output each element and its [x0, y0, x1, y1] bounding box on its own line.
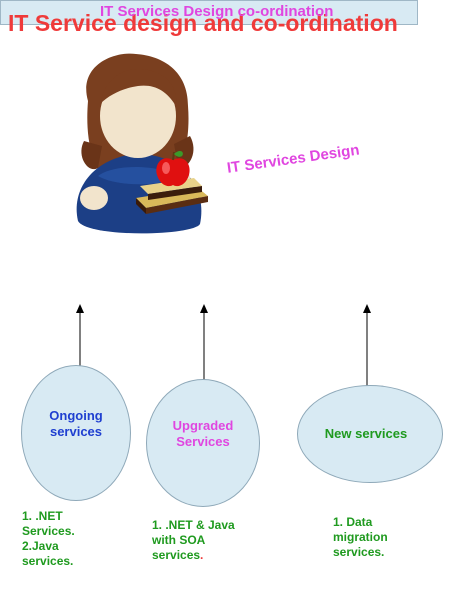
upgraded-services-list: 1. .NET & Java with SOA services.: [152, 518, 235, 563]
teacher-figure-icon: [58, 46, 218, 243]
upgraded-services-ellipse: Upgraded Services: [146, 379, 260, 507]
ongoing-services-ellipse: Ongoing services: [21, 365, 131, 501]
new-services-label: New services: [324, 426, 408, 441]
list-item: 1. Data: [333, 515, 373, 529]
arrow-ongoing: [76, 304, 84, 366]
arrow-upgraded: [200, 304, 208, 380]
books-icon: [132, 168, 212, 223]
arrow-new: [363, 304, 371, 386]
list-item: services.: [333, 545, 385, 559]
list-item: migration: [333, 530, 388, 544]
list-item: 1. .NET: [22, 509, 63, 523]
list-item: Services.: [22, 524, 75, 538]
coordination-bar: IT Services Design co-ordination: [0, 0, 418, 25]
apple-icon: [152, 148, 194, 195]
new-services-list: 1. Data migration services.: [333, 515, 388, 560]
new-services-ellipse: New services: [297, 385, 443, 483]
page-title: IT Service design and co-ordination: [8, 10, 398, 36]
ongoing-services-label: Ongoing services: [49, 408, 103, 439]
upgraded-services-label: Upgraded Services: [172, 418, 234, 449]
list-item: services.: [152, 548, 204, 562]
list-item: 2.Java: [22, 539, 59, 553]
list-item: with SOA: [152, 533, 206, 547]
coordination-label: IT Services Design co-ordination: [100, 3, 334, 20]
list-item: 1. .NET & Java: [152, 518, 235, 532]
list-item: services.: [22, 554, 74, 568]
ongoing-services-list: 1. .NET Services. 2.Java services.: [22, 509, 75, 569]
design-label: IT Services Design: [226, 141, 361, 177]
